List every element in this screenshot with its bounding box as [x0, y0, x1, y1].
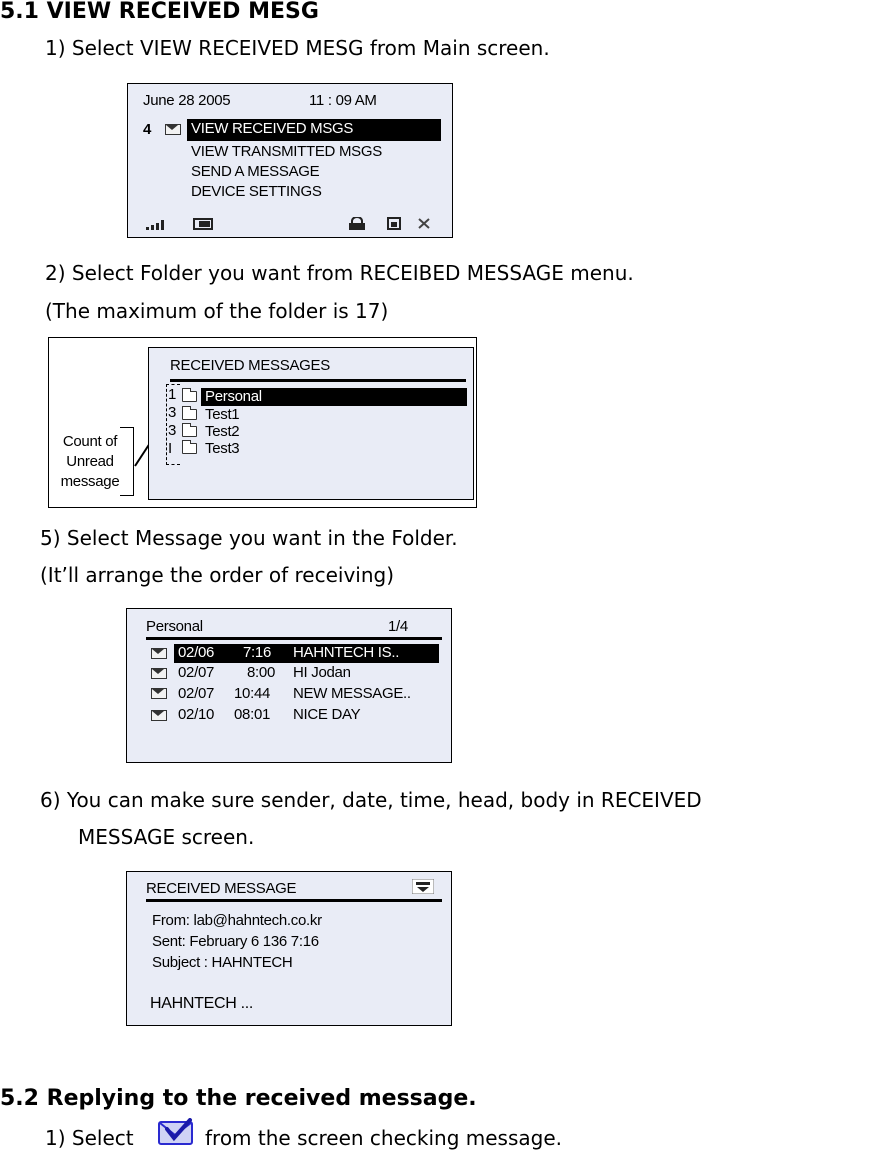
step-6-text: 6) You can make sure sender, date, time,… — [40, 788, 702, 812]
row-date[interactable]: 02/07 — [178, 685, 215, 702]
page-indicator: 1/4 — [388, 618, 408, 635]
row-subject: HAHNTECH IS.. — [293, 644, 400, 661]
folder-icon — [182, 423, 197, 437]
row-time: 10:44 — [234, 685, 271, 702]
from-field: From: lab@hahntech.co.kr — [152, 912, 322, 929]
folder-count: 3 — [168, 404, 177, 421]
callout-label: Count of Unread message — [55, 432, 125, 492]
row-subject[interactable]: HI Jodan — [293, 664, 351, 681]
menu-item-device-settings[interactable]: DEVICE SETTINGS — [191, 183, 322, 200]
envelope-icon — [151, 648, 167, 659]
row-subject[interactable]: NICE DAY — [293, 706, 361, 723]
row-time: 08:01 — [234, 706, 271, 723]
folder-icon — [182, 388, 197, 402]
row-date: 02/06 — [178, 644, 215, 661]
message-detail-screen: RECEIVED MESSAGE From: lab@hahntech.co.k… — [126, 871, 452, 1026]
envelope-icon — [151, 688, 167, 699]
folder-figure: Count of Unread message RECEIVED MESSAGE… — [48, 337, 477, 508]
message-body: HAHNTECH ... — [150, 995, 254, 1012]
screen-title: RECEIVED MESSAGE — [146, 880, 297, 897]
folder-name: Personal — [146, 618, 203, 635]
signal-icon — [146, 220, 164, 230]
folder-icon — [182, 406, 197, 420]
folder-count: 1 — [168, 386, 177, 403]
count-column — [166, 384, 180, 465]
folder-count: I — [168, 440, 172, 457]
row-date[interactable]: 02/07 — [178, 664, 215, 681]
sent-field: Sent: February 6 136 7:16 — [152, 933, 319, 950]
envelope-icon — [151, 668, 167, 679]
reply-check-icon[interactable] — [157, 1118, 195, 1148]
step-2-text: 2) Select Folder you want from RECEIBED … — [45, 261, 634, 285]
menu-item-view-received[interactable]: VIEW RECEIVED MSGS — [187, 119, 441, 141]
section-heading: 5.1 VIEW RECEIVED MESG — [0, 0, 319, 24]
reply-step-prefix: 1) Select — [45, 1126, 134, 1150]
envelope-icon — [165, 124, 181, 135]
title-rule — [146, 899, 442, 902]
envelope-icon — [151, 710, 167, 721]
folder-item-test1[interactable]: Test1 — [205, 406, 240, 423]
section-heading: 5.2 Replying to the received message. — [0, 1086, 477, 1111]
folder-count: 3 — [168, 422, 177, 439]
title-rule — [170, 379, 466, 382]
row-time: 7:16 — [243, 644, 271, 661]
main-screen: June 28 2005 11 : 09 AM 4 VIEW RECEIVED … — [127, 83, 453, 238]
callout-line: Unread — [66, 453, 114, 470]
screen-title: RECEIVED MESSAGES — [170, 357, 330, 374]
step-2-note: (The maximum of the folder is 17) — [45, 299, 389, 323]
menu-item-send-message[interactable]: SEND A MESSAGE — [191, 163, 320, 180]
folders-screen: RECEIVED MESSAGES 1 3 3 I Personal Test1… — [148, 347, 474, 500]
time-label: 11 : 09 AM — [309, 92, 377, 109]
menu-item-view-transmitted[interactable]: VIEW TRANSMITTED MSGS — [191, 143, 382, 160]
memo-icon — [387, 217, 401, 230]
subject-field: Subject : HAHNTECH — [152, 954, 293, 971]
folder-icon — [182, 440, 197, 454]
step-5-note: (It’ll arrange the order of receiving) — [40, 563, 395, 587]
date-label: June 28 2005 — [143, 92, 231, 109]
row-date[interactable]: 02/10 — [178, 706, 215, 723]
row-subject[interactable]: NEW MESSAGE.. — [293, 685, 411, 702]
message-row-selected[interactable] — [174, 644, 439, 663]
folder-item-personal[interactable]: Personal — [201, 388, 467, 406]
battery-icon — [193, 218, 213, 230]
folder-item-test3[interactable]: Test3 — [205, 440, 240, 457]
folder-item-test2[interactable]: Test2 — [205, 423, 240, 440]
lock-icon — [349, 217, 365, 230]
step-1-text: 1) Select VIEW RECEIVED MESG from Main s… — [45, 36, 550, 60]
reply-step-suffix: from the screen checking message. — [205, 1126, 563, 1150]
title-rule — [146, 637, 442, 640]
callout-bracket — [120, 427, 134, 496]
message-list-screen: Personal 1/4 02/06 7:16 HAHNTECH IS.. 02… — [126, 608, 452, 763]
step-6-text-cont: MESSAGE screen. — [78, 825, 255, 849]
callout-line: Count of — [62, 433, 118, 450]
close-icon — [418, 218, 430, 229]
row-time: 8:00 — [247, 664, 275, 681]
callout-line: message — [60, 473, 120, 490]
unread-count: 4 — [143, 121, 152, 138]
scroll-down-icon[interactable] — [412, 879, 434, 894]
step-5-text: 5) Select Message you want in the Folder… — [40, 526, 458, 550]
